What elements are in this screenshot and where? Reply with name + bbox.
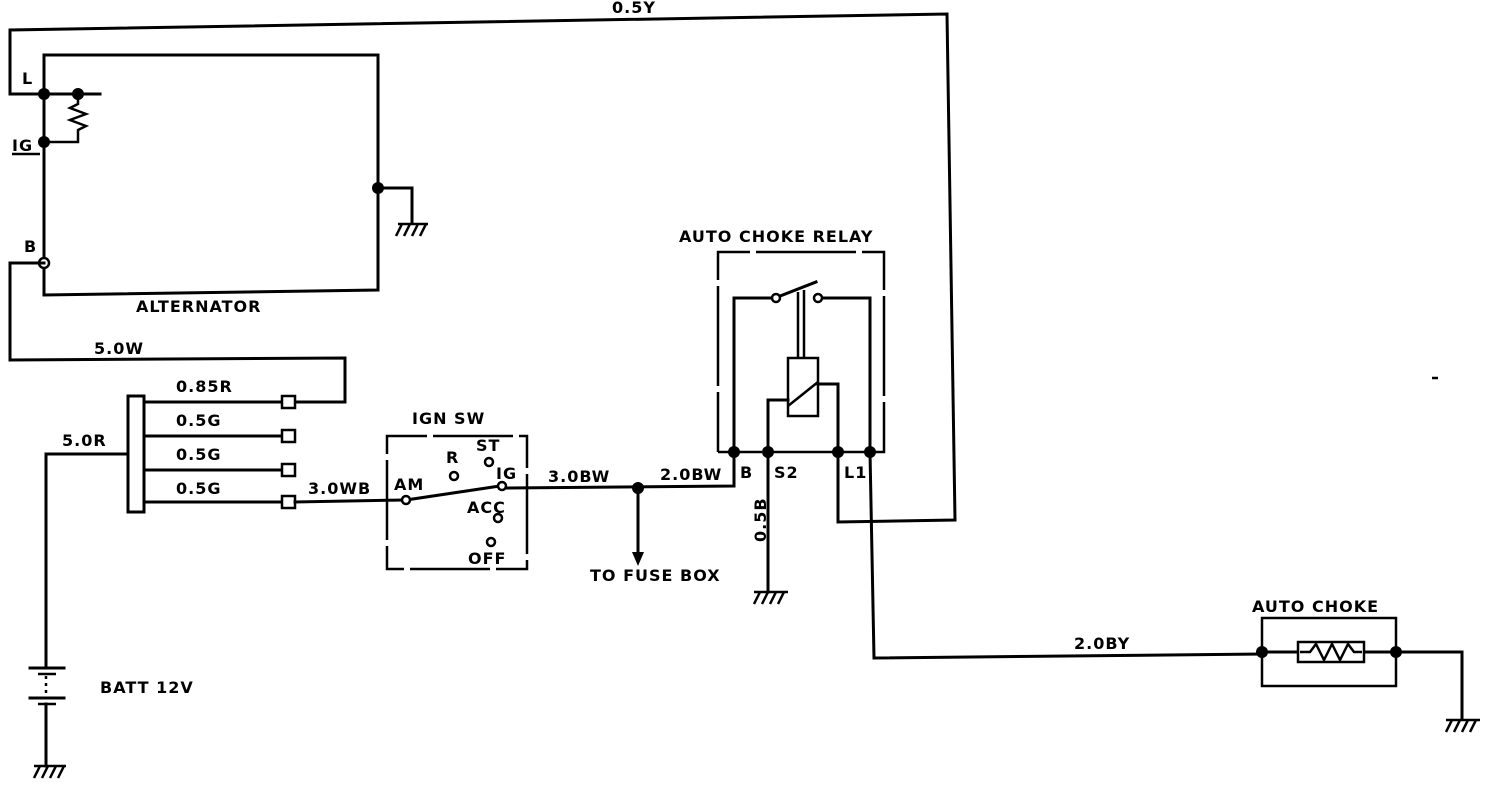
- relay-label: AUTO CHOKE RELAY: [679, 227, 873, 246]
- alt-terminal-b: B: [24, 237, 37, 256]
- wire-label-fuse4: 0.5G: [176, 479, 221, 498]
- wire-label-fuse1: 0.85R: [176, 377, 233, 396]
- alternator-label: ALTERNATOR: [136, 297, 261, 316]
- wire-label-3-0wb: 3.0WB: [308, 479, 371, 498]
- wire-0-5y: [8, 12, 957, 524]
- relay-label-l1: L1: [844, 463, 867, 482]
- wire-label-5-0r: 5.0R: [62, 431, 107, 450]
- relay-terminal-l1: [832, 446, 844, 458]
- fuse-box-label: TO FUSE BOX: [590, 566, 721, 585]
- relay-contact-left: [732, 296, 774, 454]
- ign-terminal-st: [483, 456, 495, 468]
- ign-terminal-r: [448, 470, 460, 482]
- wire-label-2-0bw: 2.0BW: [660, 465, 722, 484]
- relay-label-s2: S2: [774, 463, 799, 482]
- ign-label-st: ST: [476, 436, 500, 455]
- ground-icon-relay: [752, 590, 788, 605]
- relay-label-b: B: [740, 463, 753, 482]
- ign-label-am: AM: [394, 475, 424, 494]
- ign-switch-lever: [404, 484, 502, 502]
- wire-label-fuse2: 0.5G: [176, 411, 221, 430]
- alt-ground-wire: [376, 186, 414, 224]
- ign-terminal-am: [400, 494, 412, 506]
- ign-label-acc: ACC: [467, 498, 506, 517]
- alt-terminal-ig: IG: [12, 136, 33, 155]
- relay-box: [716, 250, 886, 454]
- ground-icon-alt: [394, 222, 428, 237]
- wire-label-top: 0.5Y: [612, 0, 656, 17]
- ign-label-ig: IG: [496, 464, 517, 483]
- battery-label: BATT 12V: [100, 678, 194, 697]
- relay-contact-dot-left: [770, 292, 782, 304]
- relay-terminal-b: [728, 446, 740, 458]
- terminal-dot-reg: [72, 88, 84, 100]
- ign-terminal-off: [485, 536, 497, 548]
- wire-label-5-0w: 5.0W: [94, 339, 144, 358]
- wire-label-2-0by: 2.0BY: [1074, 634, 1130, 653]
- ign-terminal-ig: [496, 480, 508, 492]
- relay-coil-l1: [816, 382, 840, 454]
- alternator-box: [42, 53, 380, 297]
- connector-2: [280, 428, 297, 444]
- auto-choke-label: AUTO CHOKE: [1252, 597, 1379, 616]
- wire-label-fuse3: 0.5G: [176, 445, 221, 464]
- alternator-resistor: [44, 94, 90, 144]
- wire-5-0w: [8, 261, 347, 404]
- ign-label-r: R: [446, 448, 459, 467]
- battery-icon: [28, 666, 66, 706]
- wire-label-3-0bw: 3.0BW: [548, 467, 610, 486]
- terminal-dot-ig: [38, 136, 50, 148]
- auto-choke-terminal-l: [1256, 646, 1268, 658]
- connector-4: [280, 494, 297, 510]
- fuse-block: [126, 394, 146, 514]
- relay-contact-dot-right: [812, 292, 824, 304]
- relay-armature: [778, 280, 818, 298]
- ground-icon-battery: [32, 764, 66, 779]
- heater-coil: [1300, 641, 1362, 663]
- fuse-box-arrow: [632, 552, 644, 566]
- ign-switch-box: [385, 434, 529, 571]
- ign-switch-label: IGN SW: [412, 409, 485, 428]
- wire-label-0-5b: 0.5B: [751, 497, 770, 542]
- connector-3: [280, 462, 297, 478]
- wire-2-0by: [868, 450, 1264, 660]
- wire-5-0r: [44, 452, 130, 670]
- ign-terminal-acc: [492, 512, 504, 524]
- alt-terminal-l: L: [22, 69, 33, 88]
- ign-label-off: OFF: [468, 549, 506, 568]
- ground-icon-choke: [1444, 718, 1480, 733]
- relay-contact-right: [820, 296, 872, 454]
- terminal-dot-l: [38, 88, 50, 100]
- auto-choke-ground-wire: [1394, 650, 1464, 720]
- connector-1: [280, 394, 297, 410]
- relay-coil-s2: [766, 398, 790, 454]
- relay-coil-winding: [787, 381, 819, 407]
- wire-3-0bw: [504, 450, 736, 490]
